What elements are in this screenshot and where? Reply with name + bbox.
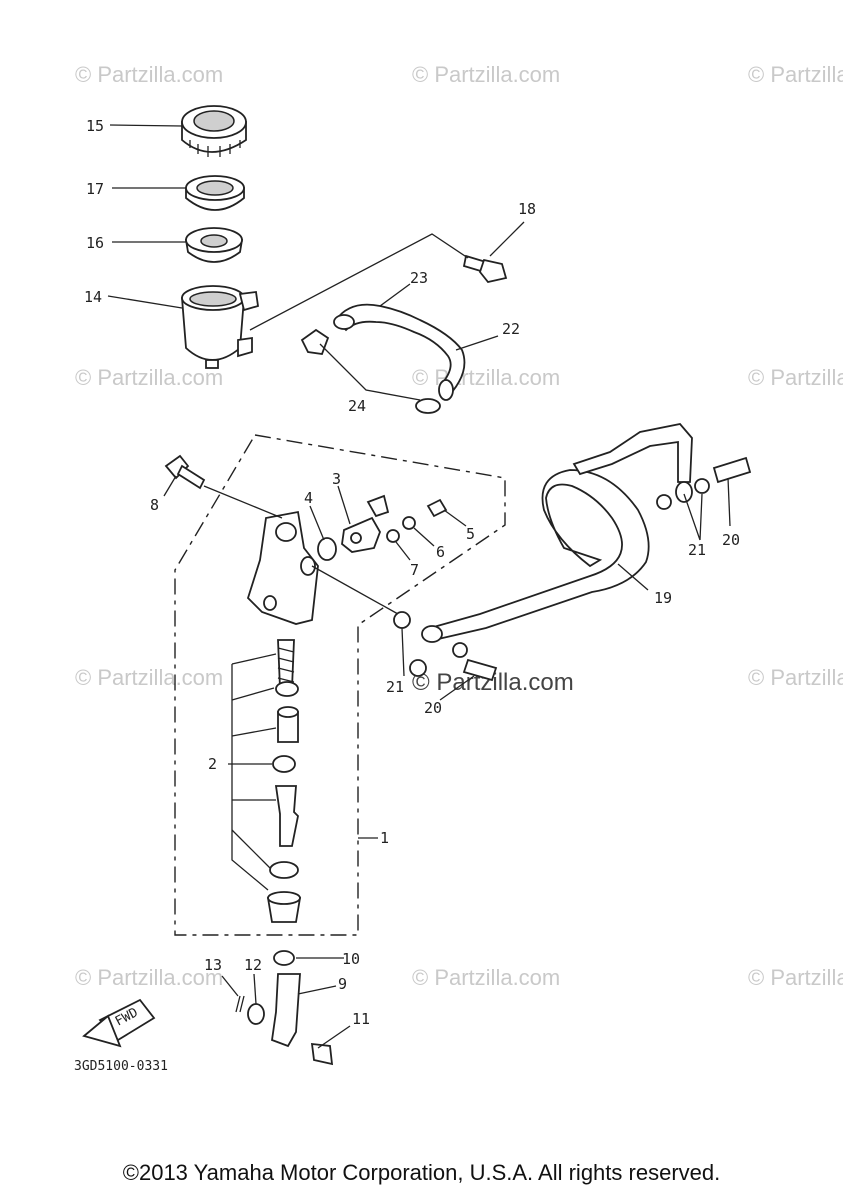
diaphragm-plate-part	[185, 175, 245, 211]
hose-joint-part	[341, 494, 390, 553]
watermark: © Partzilla.com	[748, 365, 843, 390]
callout-2: 2	[208, 755, 217, 773]
forward-arrow-icon: FWD	[82, 998, 156, 1048]
callout-7: 7	[410, 561, 419, 579]
callout-20: 20	[424, 699, 442, 717]
screw-part	[426, 498, 448, 518]
callout-21: 21	[386, 678, 404, 696]
callout-5: 5	[466, 525, 475, 543]
watermark: © Partzilla.com	[412, 965, 560, 990]
hose-clip-part	[300, 328, 441, 414]
watermark: © Partzilla.com	[748, 965, 843, 990]
reservoir-hose-part	[333, 303, 466, 401]
callout-13: 13	[204, 956, 222, 974]
o-ring-part	[317, 537, 337, 561]
callout-17: 17	[86, 180, 104, 198]
washer-part	[247, 1003, 265, 1025]
callout-12: 12	[244, 956, 262, 974]
copper-washer-part	[656, 494, 672, 510]
callout-20: 20	[722, 531, 740, 549]
cotter-pin-part	[235, 995, 245, 1013]
washer-part	[386, 529, 400, 543]
callout-1: 1	[380, 829, 389, 847]
callout-6: 6	[436, 543, 445, 561]
callout-4: 4	[304, 489, 313, 507]
copper-washer-part	[393, 611, 411, 629]
diaphragm-part	[184, 227, 244, 263]
callout-labels: 15 17 16 14 18 23 22 24 8 4 3 5 6 7 2 1 …	[84, 117, 740, 1028]
clevis-part	[271, 973, 301, 1048]
callout-10: 10	[342, 950, 360, 968]
washer-part	[402, 516, 416, 530]
watermark-group: © Partzilla.com © Partzilla.com © Partzi…	[75, 62, 843, 990]
copper-washer-part	[409, 659, 427, 677]
watermark: © Partzilla.com	[748, 665, 843, 690]
callout-19: 19	[654, 589, 672, 607]
callout-22: 22	[502, 320, 520, 338]
callout-14: 14	[84, 288, 102, 306]
assembly-boundary	[174, 434, 506, 936]
callout-18: 18	[518, 200, 536, 218]
callout-21: 21	[688, 541, 706, 559]
watermark: © Partzilla.com	[748, 62, 843, 87]
callout-16: 16	[86, 234, 104, 252]
callout-11: 11	[352, 1010, 370, 1028]
master-cylinder-body-part	[246, 510, 319, 625]
callout-24: 24	[348, 397, 366, 415]
bolt-part	[462, 254, 508, 284]
watermark: © Partzilla.com	[75, 665, 223, 690]
union-bolt-part	[462, 658, 498, 682]
watermark: © Partzilla.com	[412, 62, 560, 87]
copyright-notice: ©2013 Yamaha Motor Corporation, U.S.A. A…	[122, 1160, 721, 1185]
brake-hose-part	[421, 423, 693, 643]
callout-3: 3	[332, 470, 341, 488]
callout-9: 9	[338, 975, 347, 993]
reservoir-cap-part	[181, 105, 247, 157]
mounting-bolt-part	[164, 454, 206, 490]
copper-washer-part	[694, 478, 710, 494]
union-bolt-part	[712, 456, 752, 484]
copper-washer-part	[452, 642, 468, 658]
callout-23: 23	[410, 269, 428, 287]
nut-part	[273, 950, 295, 966]
leader-lines	[107, 124, 731, 1049]
piston-kit-part	[266, 639, 302, 923]
callout-15: 15	[86, 117, 104, 135]
watermark: © Partzilla.com	[75, 365, 223, 390]
watermark: © Partzilla.com	[412, 365, 560, 390]
diagram-code: 3GD5100-0331	[74, 1059, 168, 1074]
clevis-pin-part	[310, 1042, 334, 1066]
watermark: © Partzilla.com	[75, 62, 223, 87]
callout-8: 8	[150, 496, 159, 514]
reservoir-part	[181, 285, 260, 369]
watermark: © Partzilla.com	[75, 965, 223, 990]
